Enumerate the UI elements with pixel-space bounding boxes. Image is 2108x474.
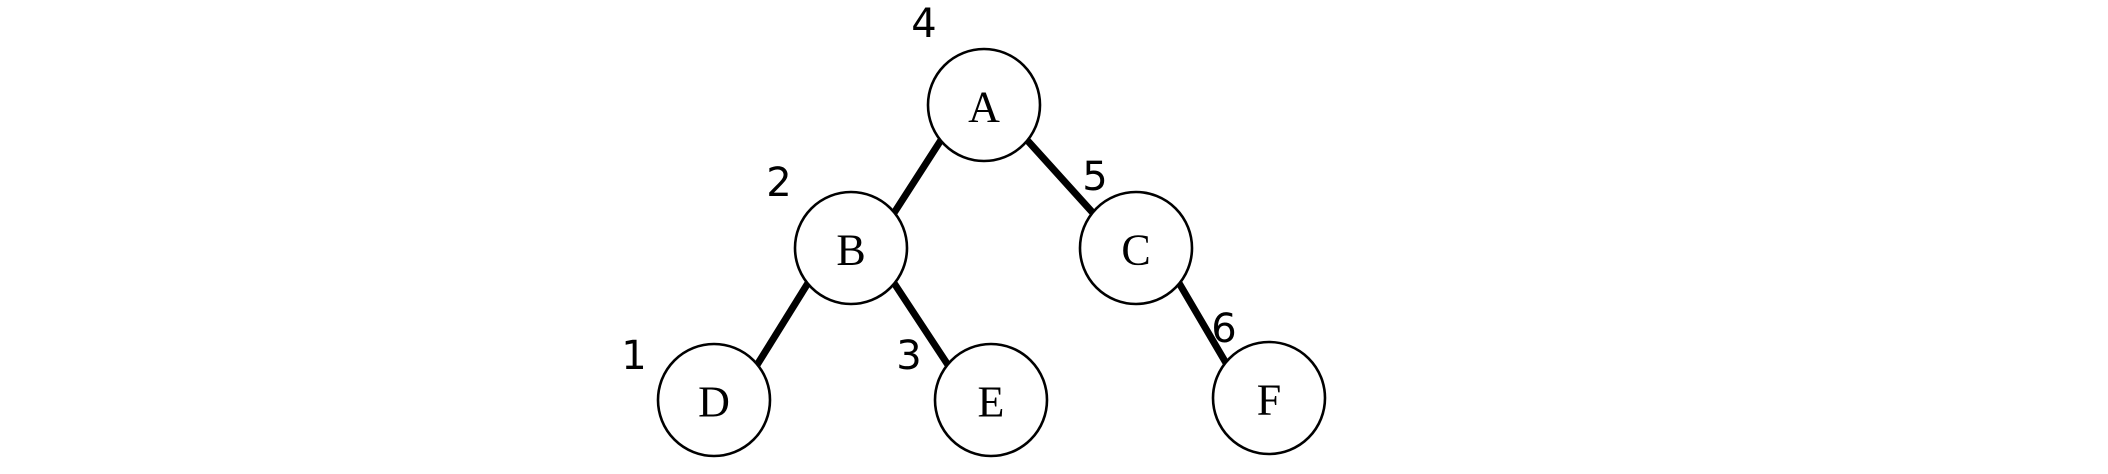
tree-edge-b-e xyxy=(891,281,951,367)
node-label-f: F xyxy=(1257,376,1281,425)
tree-node-d[interactable]: D xyxy=(656,342,772,458)
node-label-d: D xyxy=(698,378,730,427)
node-circle-b[interactable] xyxy=(793,190,909,306)
node-label-b: B xyxy=(836,226,865,275)
node-label-c: C xyxy=(1121,226,1150,275)
tree-edge-a-b xyxy=(891,138,944,215)
node-number-f: 6 xyxy=(1211,306,1236,352)
tree-edge-c-f xyxy=(1175,281,1230,365)
tree-node-e[interactable]: E xyxy=(933,342,1049,458)
tree-node-c[interactable]: C xyxy=(1078,190,1194,306)
node-circle-d[interactable] xyxy=(656,342,772,458)
node-number-b: 2 xyxy=(766,160,791,206)
node-circle-e[interactable] xyxy=(933,342,1049,458)
edges-group xyxy=(754,137,1230,367)
node-numbers-group: 4 2 5 1 3 6 xyxy=(621,1,1236,379)
node-number-e: 3 xyxy=(896,333,921,379)
tree-edge-b-d xyxy=(754,281,811,367)
node-number-a: 4 xyxy=(911,1,936,47)
node-circle-c[interactable] xyxy=(1078,190,1194,306)
tree-node-b[interactable]: B xyxy=(793,190,909,306)
node-label-e: E xyxy=(978,378,1005,427)
node-label-a: A xyxy=(968,83,1000,132)
tree-edge-a-c xyxy=(1024,137,1096,216)
nodes-group: A B C D E F xyxy=(656,47,1327,458)
node-number-d: 1 xyxy=(621,333,646,379)
node-circle-f[interactable] xyxy=(1211,340,1327,456)
tree-node-a[interactable]: A xyxy=(926,47,1042,163)
node-circle-a[interactable] xyxy=(926,47,1042,163)
node-number-c: 5 xyxy=(1082,154,1107,200)
tree-node-f[interactable]: F xyxy=(1211,340,1327,456)
